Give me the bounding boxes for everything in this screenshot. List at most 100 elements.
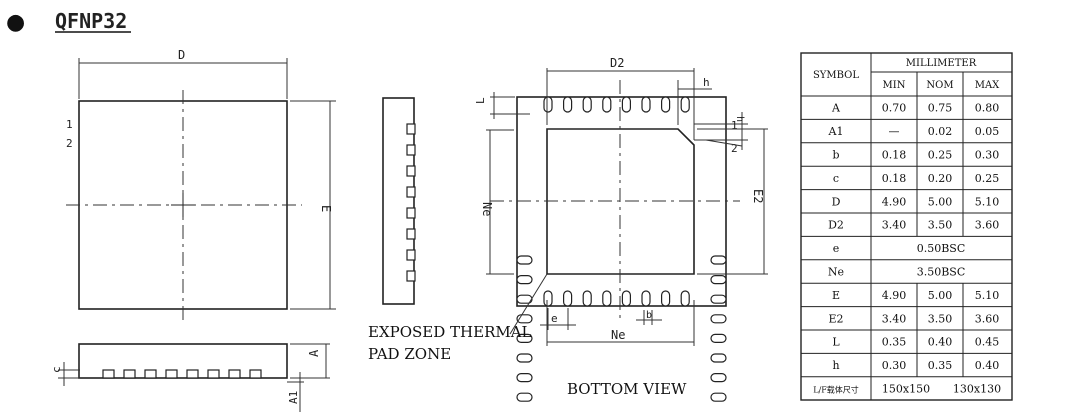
- end-view-pad: [406, 228, 416, 240]
- dim-h-side-label: h: [734, 116, 745, 122]
- bottom-view-caption: BOTTOM VIEW: [567, 380, 687, 398]
- top-view: D 1 2 E: [66, 48, 336, 322]
- callout-line-1: EXPOSED THERMAL: [368, 323, 532, 341]
- top-pin-1-label: 1: [66, 118, 73, 131]
- table-cell-nom: 3.50: [928, 312, 953, 325]
- dim-h-label: h: [703, 76, 710, 89]
- side-view-pad: [207, 369, 220, 379]
- table-cell-symbol: b: [832, 149, 839, 162]
- table-cell-min: 4.90: [882, 289, 907, 302]
- bottom-view: D2 h L h 1 2 Ne E2 e: [368, 56, 768, 402]
- table-cell-symbol: L: [832, 336, 840, 349]
- end-view-pad: [406, 144, 416, 156]
- table-cell-max: 0.40: [975, 359, 1000, 372]
- bottom-view-pad-right: [710, 294, 727, 304]
- dim-ne-bottom-label: Ne: [611, 328, 625, 342]
- bottom-view-pad-left: [516, 333, 533, 343]
- table-cell-min: 3.40: [882, 219, 907, 232]
- dim-d-label: D: [178, 48, 185, 62]
- table-header-max: MAX: [975, 80, 1000, 91]
- table-cell-span: 0.50BSC: [917, 242, 966, 255]
- dim-c-label: c: [50, 366, 63, 373]
- table-cell-symbol: Ne: [828, 266, 844, 279]
- bottom-view-pad-right: [710, 314, 727, 324]
- bottom-view-pad-top: [582, 96, 592, 113]
- bottom-view-pad-bottom: [562, 290, 573, 307]
- bottom-pin-1-label: 1: [731, 119, 738, 132]
- table-cell-max: 0.05: [975, 125, 1000, 138]
- end-view-pad: [406, 123, 416, 135]
- table-cell-symbol: A: [831, 102, 841, 115]
- table-cell-max: 130x130: [953, 383, 1001, 396]
- dim-e-pitch-label: e: [551, 312, 558, 325]
- table-cell-symbol: L/F载体尺寸: [813, 385, 859, 395]
- bottom-view-pad-right: [710, 373, 727, 383]
- table-cell-symbol: E: [832, 289, 840, 302]
- bottom-view-pad-top: [641, 96, 651, 113]
- table-cell-max: 0.25: [975, 172, 1000, 185]
- dim-a-label: A: [307, 349, 321, 357]
- bottom-view-pad-bottom: [543, 290, 553, 307]
- side-view-pad: [228, 369, 241, 379]
- table-cell-nom: 0.40: [928, 336, 953, 349]
- table-cell-max: 5.10: [975, 195, 1000, 208]
- table-cell-max: 3.60: [975, 312, 1000, 325]
- table-cell-max: 0.30: [975, 149, 1000, 162]
- bottom-view-pad-left: [516, 392, 533, 402]
- side-view-pad: [144, 369, 157, 379]
- bottom-view-pad-right: [710, 333, 727, 343]
- dim-d2-label: D2: [610, 56, 624, 70]
- table-cell-min: 0.18: [882, 149, 907, 162]
- bottom-view-pad-top: [562, 96, 573, 113]
- end-view-pad: [406, 186, 416, 198]
- table-cell-nom: 0.35: [928, 359, 953, 372]
- table-header-group: MILLIMETER: [906, 58, 977, 69]
- end-view: [382, 97, 416, 305]
- end-view-pad: [406, 207, 416, 219]
- end-view-pad: [406, 270, 416, 282]
- table-cell-min: 0.18: [882, 172, 907, 185]
- dim-l-label: L: [474, 97, 487, 104]
- bottom-view-pad-bottom: [582, 290, 592, 307]
- side-view-pad: [165, 369, 178, 379]
- bottom-view-pad-right: [710, 392, 727, 402]
- table-header-min: MIN: [883, 80, 906, 91]
- table-cell-min: 3.40: [882, 312, 907, 325]
- end-view-pad: [406, 165, 416, 177]
- side-view-pad: [186, 369, 199, 379]
- bottom-view-pad-top: [660, 96, 671, 113]
- side-view-pad: [123, 369, 136, 379]
- table-cell-nom: 0.20: [928, 172, 953, 185]
- header-bullet: ●: [6, 10, 25, 35]
- table-cell-nom: 0.02: [928, 125, 953, 138]
- dim-e-label: E: [319, 205, 333, 212]
- table-header-nom: NOM: [926, 80, 953, 91]
- bottom-view-pad-right: [710, 275, 727, 285]
- bottom-view-pad-bottom: [660, 290, 671, 307]
- bottom-view-pad-right: [710, 353, 727, 363]
- table-cell-symbol: A1: [828, 125, 844, 138]
- table-cell-symbol: D: [832, 195, 841, 208]
- table-cell-min: 0.30: [882, 359, 907, 372]
- table-cell-nom: 5.00: [928, 195, 953, 208]
- table-cell-symbol: h: [832, 359, 839, 372]
- dim-e2-label: E2: [751, 189, 765, 203]
- bottom-view-pad-bottom: [680, 290, 690, 307]
- dim-a1-label: A1: [287, 391, 300, 404]
- table-cell-min: 0.35: [882, 336, 907, 349]
- table-cell-symbol: D2: [828, 219, 844, 232]
- table-cell-nom: 0.25: [928, 149, 953, 162]
- bottom-view-pad-bottom: [602, 290, 612, 307]
- table-cell-nom: 5.00: [928, 289, 953, 302]
- package-title: QFNP32: [55, 9, 127, 33]
- dim-ne-left-label: Ne: [480, 202, 494, 216]
- table-cell-nom: 0.75: [928, 102, 953, 115]
- table-cell-nom: 3.50: [928, 219, 953, 232]
- table-cell-nom: 150x150: [882, 383, 930, 396]
- bottom-view-pad-top: [543, 96, 553, 113]
- side-view-pad: [249, 369, 262, 379]
- end-view-pad: [406, 249, 416, 261]
- callout-line-2: PAD ZONE: [368, 345, 451, 363]
- bottom-view-pad-left: [516, 275, 533, 285]
